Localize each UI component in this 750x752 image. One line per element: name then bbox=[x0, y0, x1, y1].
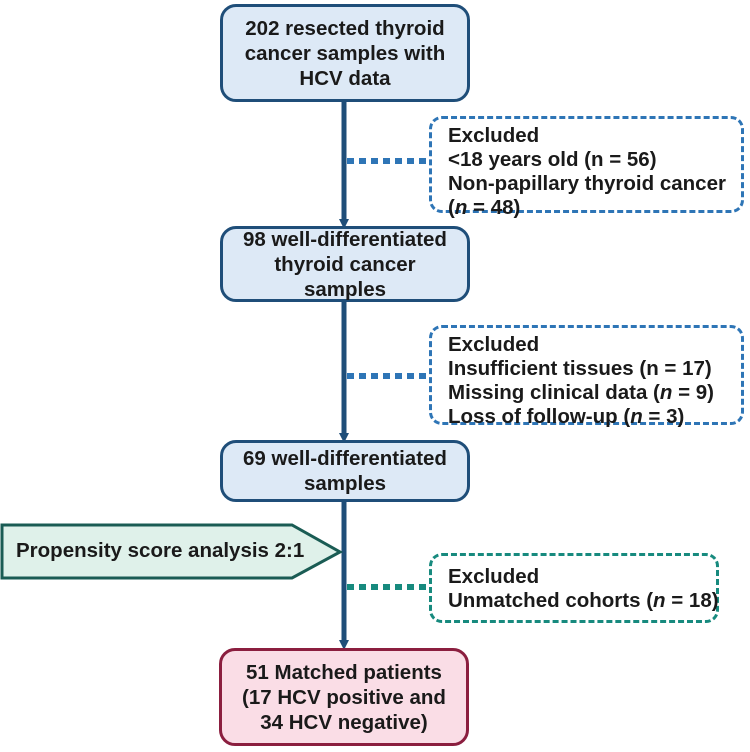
box-third-line: samples bbox=[303, 472, 387, 495]
box-matched-patients: 51 Matched patients (17 HCV positive and… bbox=[219, 648, 469, 746]
box-initial-line: 202 resected thyroid bbox=[245, 16, 445, 40]
n-symbol: n bbox=[454, 196, 468, 219]
exclusion-box-2: Excluded Insufficient tissues (n = 17) M… bbox=[429, 325, 744, 428]
propensity-banner-shape bbox=[0, 523, 344, 580]
exclusion-line: <18 years old (n = 56) bbox=[448, 148, 657, 171]
exclusion-line: (n = 48) bbox=[448, 196, 521, 219]
box-third-line: 69 well-differentiated bbox=[243, 447, 447, 470]
exclusion-line: Non-papillary thyroid cancer bbox=[448, 172, 726, 195]
box-final-line: 34 HCV negative) bbox=[260, 710, 428, 734]
propensity-banner-label: Propensity score analysis 2:1 bbox=[16, 539, 305, 562]
box-initial-samples: 202 resected thyroid cancer samples with… bbox=[220, 4, 470, 102]
exclusion-line: Unmatched cohorts (n = 18) bbox=[448, 589, 719, 612]
exclusion-line: Loss of follow-up (n = 3) bbox=[448, 405, 685, 428]
exclusion-box-1: Excluded <18 years old (n = 56) Non-papi… bbox=[429, 116, 744, 219]
n-symbol: n bbox=[630, 405, 643, 428]
box-initial-line: cancer samples with bbox=[244, 41, 446, 65]
exclusion-title: Excluded bbox=[448, 124, 540, 147]
exclusion-box-3: Excluded Unmatched cohorts (n = 18) bbox=[429, 553, 719, 623]
exclusion-line: Missing clinical data (n = 9) bbox=[448, 381, 715, 404]
box-final-line: 51 Matched patients bbox=[246, 660, 442, 684]
box-second-line: samples bbox=[303, 277, 387, 301]
box-second-line: thyroid cancer bbox=[274, 252, 416, 276]
box-initial-line: HCV data bbox=[299, 66, 391, 90]
box-well-differentiated-98: 98 well-differentiated thyroid cancer sa… bbox=[220, 226, 470, 302]
box-second-line: 98 well-differentiated bbox=[243, 227, 447, 251]
exclusion-title: Excluded bbox=[448, 333, 540, 356]
box-final-line: (17 HCV positive and bbox=[242, 685, 446, 709]
box-well-differentiated-69: 69 well-differentiated samples bbox=[220, 440, 470, 502]
exclusion-title: Excluded bbox=[448, 565, 540, 588]
n-symbol: n bbox=[653, 589, 666, 612]
exclusion-line: Insufficient tissues (n = 17) bbox=[448, 357, 712, 380]
n-symbol: n bbox=[659, 381, 673, 404]
